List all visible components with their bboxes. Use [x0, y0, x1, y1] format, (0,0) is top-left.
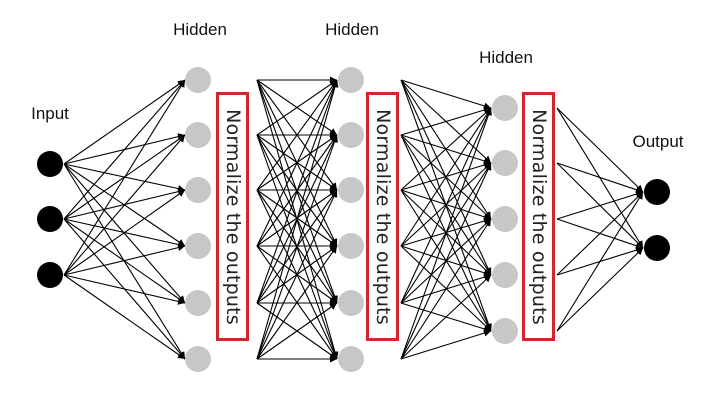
edge-l1-3-0	[256, 79, 338, 247]
edge-l1-5-3	[256, 245, 338, 360]
layer-label-hidden-2: Hidden	[325, 20, 379, 39]
edge-l2-1-0	[400, 106, 492, 136]
edge-l2-4-0	[400, 107, 492, 304]
edge-l2-5-4	[400, 329, 492, 360]
layer-label-hidden-3: Hidden	[479, 48, 533, 67]
edge-l0-2-5	[63, 274, 186, 360]
edge-l3-4-0	[556, 191, 644, 332]
node-layer3-4	[492, 318, 518, 344]
normalize-box-3: Normalize the outputs	[522, 92, 555, 341]
edge-l2-0-0	[400, 79, 492, 110]
edge-l1-5-4	[256, 302, 338, 360]
normalize-label-1: Normalize the outputs	[221, 108, 244, 325]
edge-l1-1-0	[256, 79, 338, 136]
node-layer2-4	[338, 290, 364, 316]
node-layer3-2	[492, 206, 518, 232]
edge-l2-5-3	[400, 274, 492, 360]
node-layer2-5	[338, 346, 364, 372]
normalize-label-3: Normalize the outputs	[527, 108, 550, 325]
edge-l0-1-0	[63, 79, 186, 220]
node-layer4-0	[644, 179, 670, 205]
edge-l1-5-1	[256, 134, 338, 360]
edge-l2-5-1	[400, 162, 492, 360]
normalize-label-2: Normalize the outputs	[371, 108, 394, 325]
edge-l1-2-0	[256, 79, 338, 191]
node-layer3-1	[492, 150, 518, 176]
edge-l2-3-0	[400, 107, 492, 247]
node-layer1-1	[185, 122, 211, 148]
node-layer2-1	[338, 122, 364, 148]
edge-l0-2-2	[63, 189, 186, 276]
edge-l0-2-1	[63, 134, 186, 276]
node-layer2-3	[338, 233, 364, 259]
edge-l0-2-0	[63, 79, 186, 276]
edge-l3-2-0	[556, 190, 644, 220]
layer-label-input: Input	[31, 104, 69, 123]
edge-l2-5-2	[400, 218, 492, 360]
edge-l0-0-0	[63, 79, 186, 165]
node-layer0-2	[37, 262, 63, 288]
node-layer1-3	[185, 233, 211, 259]
edge-l0-2-4	[63, 274, 186, 305]
edge-l3-4-1	[556, 247, 644, 332]
edge-l3-3-0	[556, 191, 644, 276]
node-layer1-4	[185, 290, 211, 316]
edge-l0-2-3	[63, 244, 186, 276]
node-layer1-2	[185, 177, 211, 203]
edge-l3-0-0	[556, 107, 644, 193]
edge-l0-0-4	[63, 163, 186, 304]
layer-label-output: Output	[632, 132, 684, 151]
node-layer3-0	[492, 95, 518, 121]
edge-l1-5-0	[256, 79, 339, 360]
edge-l3-1-0	[556, 162, 644, 194]
node-layer2-2	[338, 177, 364, 203]
edge-l2-2-0	[400, 107, 492, 191]
layer-label-hidden-1: Hidden	[173, 20, 227, 39]
node-layer0-0	[37, 151, 63, 177]
node-layer2-0	[338, 67, 364, 93]
edge-l1-5-2	[256, 189, 338, 360]
edge-l1-4-0	[256, 79, 338, 304]
edge-l2-5-0	[400, 107, 492, 360]
normalize-box-2: Normalize the outputs	[366, 92, 399, 341]
node-layer1-0	[185, 67, 211, 93]
node-layer3-3	[492, 262, 518, 288]
node-layer4-1	[644, 235, 670, 261]
normalize-box-1: Normalize the outputs	[216, 92, 249, 341]
node-layer1-5	[185, 346, 211, 372]
node-layer0-1	[37, 206, 63, 232]
